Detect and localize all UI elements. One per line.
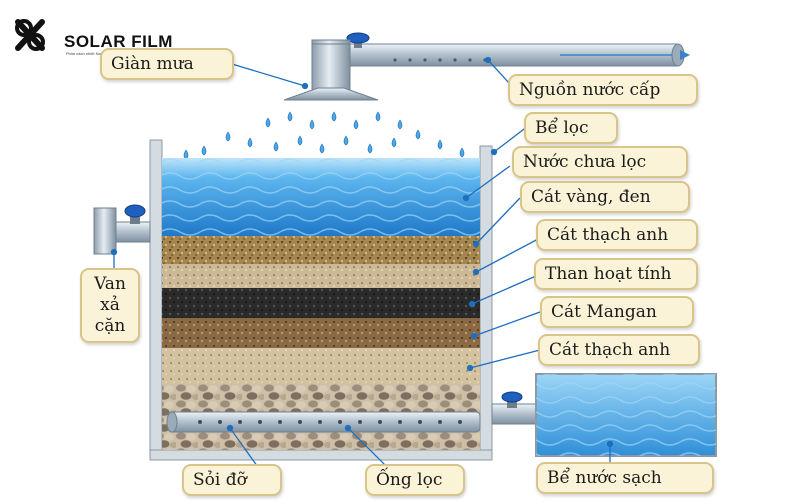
drain-valve-icon[interactable] <box>124 204 146 218</box>
label-cat-mangan: Cát Mangan <box>540 296 694 328</box>
label-soi-do: Sỏi đỡ <box>182 464 282 496</box>
layer-activated-carbon <box>162 288 480 318</box>
label-van-xa-can-line-3: cặn <box>94 316 126 336</box>
layer-manganese-sand <box>162 318 480 348</box>
filter-tank <box>149 139 493 461</box>
collector-pipe <box>166 411 481 433</box>
clean-water-tank <box>535 373 717 457</box>
label-than-hoat-tinh: Than hoạt tính <box>534 258 698 290</box>
outlet-valve-icon[interactable] <box>501 391 523 403</box>
brand-name: SOLAR FILM <box>64 32 173 51</box>
label-gian-mua: Giàn mưa <box>100 48 234 80</box>
layer-quartz-sand-2 <box>162 348 480 384</box>
label-nguon-nuoc-cap: Nguồn nước cấp <box>508 74 698 106</box>
label-be-nuoc-sach: Bể nước sạch <box>536 462 714 494</box>
label-be-loc: Bể lọc <box>524 112 618 144</box>
label-cat-thach-anh-2: Cát thạch anh <box>538 334 700 366</box>
label-nuoc-chua-loc: Nước chưa lọc <box>512 146 688 178</box>
unfiltered-water-layer <box>162 158 480 236</box>
leader-lines <box>110 56 614 471</box>
feed-pipe <box>347 43 690 67</box>
brand-tagline: Phim cách nhiệt Nano cao cấp <box>66 51 121 56</box>
label-ong-loc: Ống lọc <box>365 464 465 496</box>
rain-head <box>283 39 379 101</box>
label-cat-thach-anh-1: Cát thạch anh <box>536 219 698 251</box>
layer-yellow-black-sand <box>162 236 480 264</box>
label-van-xa-can: Van xả cặn <box>80 268 140 343</box>
brand: SOLAR FILM Phim cách nhiệt Nano cao cấp <box>14 18 204 68</box>
label-cat-vang-den: Cát vàng, đen <box>520 181 690 213</box>
feed-valve-icon[interactable] <box>346 32 370 48</box>
label-van-xa-can-line-2: xả <box>100 295 120 315</box>
rain-drops <box>183 111 465 160</box>
layer-quartz-sand-1 <box>162 264 480 288</box>
label-van-xa-can-line-1: Van <box>94 274 126 294</box>
solar-film-logo-icon <box>15 19 45 51</box>
drain-pipe <box>93 207 151 255</box>
